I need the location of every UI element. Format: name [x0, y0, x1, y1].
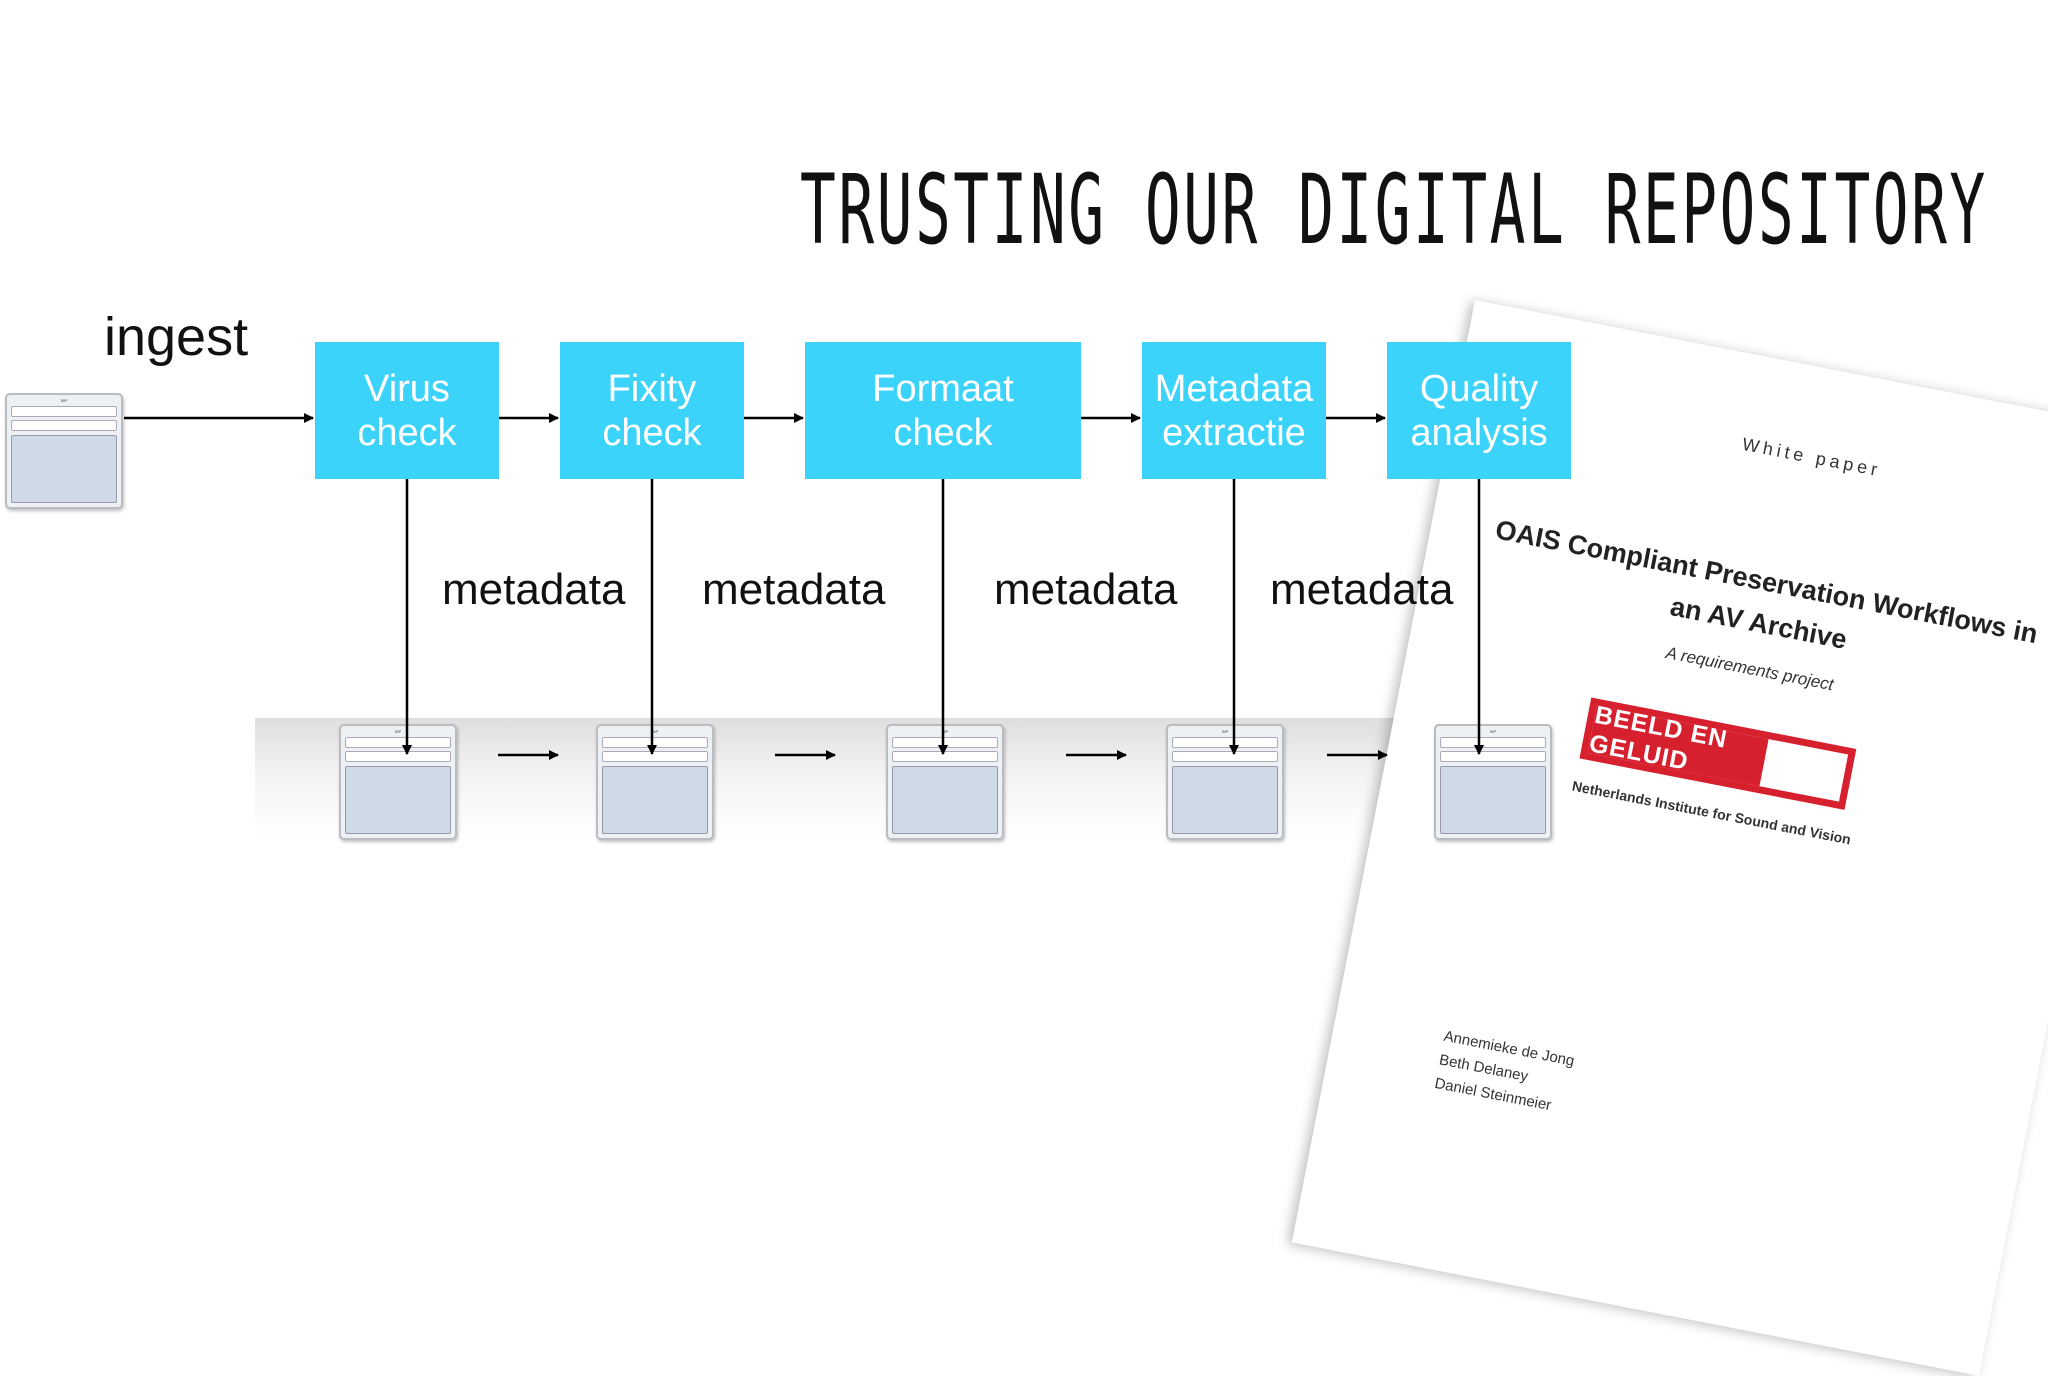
package-icon-1: SIP — [339, 724, 457, 840]
ingest-label: ingest — [104, 307, 249, 367]
step-virus-check: Virus check — [315, 342, 499, 479]
step-formaat-check: Formaat check — [805, 342, 1081, 479]
metadata-label-2: metadata — [702, 565, 886, 614]
package-icon-5: SIP — [1434, 724, 1552, 840]
package-icon-4: SIP — [1166, 724, 1284, 840]
metadata-label-1: metadata — [442, 565, 626, 614]
step-fixity-check: Fixity check — [560, 342, 744, 479]
step-quality-analysis: Quality analysis — [1387, 342, 1571, 479]
metadata-label-3: metadata — [994, 565, 1178, 614]
metadata-label-4: metadata — [1270, 565, 1454, 614]
flow-arrows — [124, 413, 1484, 760]
package-icon-3: SIP — [886, 724, 1004, 840]
sip-package-icon: SIP — [5, 393, 123, 509]
package-icon-2: SIP — [596, 724, 714, 840]
step-metadata-extractie: Metadata extractie — [1142, 342, 1326, 479]
slide-title: TRUSTING OUR DIGITAL REPOSITORY — [800, 154, 1988, 266]
